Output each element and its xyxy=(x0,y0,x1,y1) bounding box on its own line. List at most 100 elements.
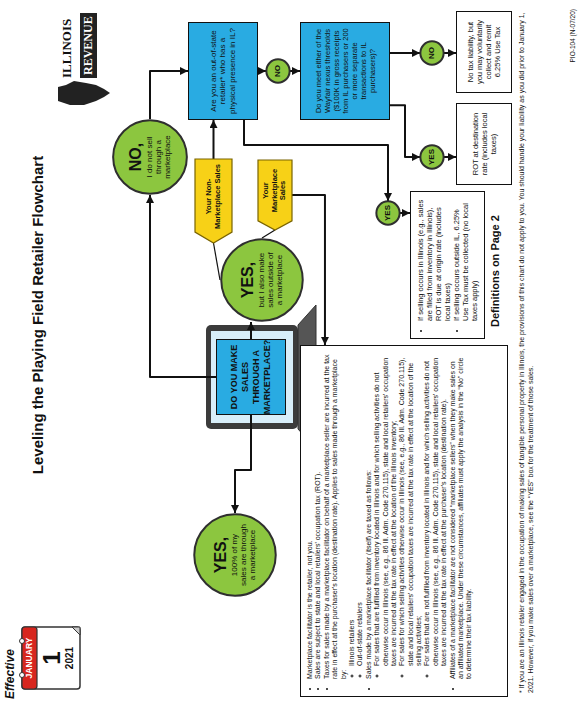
calendar-page xyxy=(22,627,80,689)
bullet-list: Marketplace facilitator is the retailer,… xyxy=(306,352,474,690)
flow-arrow xyxy=(250,322,252,339)
calendar-header xyxy=(22,627,37,689)
box-content: No tax liability, but you may voluntaril… xyxy=(466,17,502,87)
decision-box: Are you an out-of-state retailer* who ha… xyxy=(188,22,258,120)
bullet-text: For sales that are not fulfilled from in… xyxy=(423,352,448,666)
box-text: ROT at destination rate (includes local … xyxy=(471,109,498,179)
circle-shape xyxy=(194,514,275,595)
calendar-day: 1 xyxy=(39,627,64,689)
circle-content: NO xyxy=(428,47,436,59)
chart-title: Leveling the Playing Field Retailer Flow… xyxy=(30,115,46,515)
flow-arrow xyxy=(258,70,266,72)
bullet-text: For sales that are fulfilled from invent… xyxy=(373,352,398,666)
tag-shape xyxy=(258,160,292,230)
circle-content: YES xyxy=(428,149,436,165)
calendar-ring xyxy=(20,639,25,644)
circle-heading: YES xyxy=(384,205,392,221)
tag-string xyxy=(214,243,221,280)
circle-text: but I also make sales outside of a marke… xyxy=(257,249,285,311)
answer-circle: NO,I do not sell through a marketplace xyxy=(112,119,188,195)
flow-arrow xyxy=(400,212,410,214)
logo-word: REVENUE xyxy=(80,13,97,78)
flow-arrow xyxy=(213,120,215,159)
result-box: ROT at destination rate (includes local … xyxy=(456,103,512,185)
circle-content: NO,I do not sell through a marketplace xyxy=(128,129,172,185)
box-text: Do you meet either of the Wayfair nexus … xyxy=(314,28,377,114)
calendar-icon xyxy=(20,627,81,689)
bullet-text: Sales made by a marketplace facilitator … xyxy=(365,352,373,679)
circle-content: NO xyxy=(274,65,282,77)
box-text: Are you an out-of-state retailer* who ha… xyxy=(209,28,238,114)
calendar-year: 2021 xyxy=(65,627,76,689)
circle-heading: YES, xyxy=(213,524,230,586)
answer-circle: YES,100% of my sales are through a marke… xyxy=(193,513,277,597)
answer-circle: NO xyxy=(420,41,444,65)
flow-arrow xyxy=(290,70,300,72)
answer-circle: YES xyxy=(420,145,444,169)
bullet-text: If selling occurs in Illinois (e.g., sal… xyxy=(416,198,452,321)
box-content: Are you an out-of-state retailer* who ha… xyxy=(209,28,238,114)
circle-heading: YES xyxy=(428,149,436,165)
tag-text: Your Non-Marketplace Sales xyxy=(205,163,222,230)
sales-tag: Your Non-Marketplace Sales xyxy=(195,159,232,243)
box-content: Do you meet either of the Wayfair nexus … xyxy=(314,28,377,114)
footnote: * If you are an Illinois retailer engage… xyxy=(518,11,536,693)
flow-arrow xyxy=(235,415,251,513)
flow-arrow xyxy=(444,52,456,54)
circle-content: YES,but I also make sales outside of a m… xyxy=(240,249,284,311)
circle-text: I do not sell through a marketplace xyxy=(145,129,173,185)
tag-content: Your Non-Marketplace Sales xyxy=(205,163,222,230)
question-box: DO YOU MAKE SALES THROUGH A MARKETPLACE? xyxy=(216,339,286,415)
flow-arrow xyxy=(444,156,456,158)
rules-box: Marketplace facilitator is the retailer,… xyxy=(300,345,508,697)
result-box: If selling occurs in Illinois (e.g., sal… xyxy=(410,191,485,339)
circle-shape xyxy=(266,59,289,82)
bullet-text: Marketplace facilitator is the retailer,… xyxy=(306,352,314,679)
state-outline xyxy=(58,81,110,105)
tag-string xyxy=(262,230,275,238)
circle-content: YES,100% of my sales are through a marke… xyxy=(213,524,257,586)
bullet-text: Illinois retailers xyxy=(348,352,356,666)
result-box: No tax liability, but you may voluntaril… xyxy=(456,11,512,93)
bullet-text: Out-of-state retailers xyxy=(356,352,364,666)
circle-shape xyxy=(221,239,302,320)
circle-shape xyxy=(376,201,399,224)
calendar-curl xyxy=(72,627,80,635)
flow-arrow xyxy=(150,71,188,119)
box-text: DO YOU MAKE SALES THROUGH A MARKETPLACE? xyxy=(229,340,272,415)
circle-heading: NO xyxy=(428,47,436,59)
bullet-text: If selling occurs outside IL, 6.25% Use … xyxy=(452,198,479,321)
bullet-text: Affiliates of a marketplace facilitator … xyxy=(449,352,474,679)
tag-content: Your Marketplace Sales xyxy=(262,164,287,217)
circle-shape xyxy=(113,120,187,194)
bullet-text: For sales for which selling activities o… xyxy=(398,352,423,666)
calendar-ring xyxy=(20,673,25,678)
box-content: ROT at destination rate (includes local … xyxy=(471,109,498,179)
tag-shape xyxy=(195,159,232,243)
circle-heading: NO xyxy=(274,65,282,77)
laptop-frame xyxy=(206,325,298,429)
flow-arrow xyxy=(390,52,420,54)
circle-content: YES xyxy=(384,205,392,221)
laptop-screen xyxy=(211,331,293,423)
circle-text: 100% of my sales are through a marketpla… xyxy=(230,524,258,586)
answer-circle: YES,but I also make sales outside of a m… xyxy=(220,238,304,322)
bullet-text: Taxes for sales made by a marketplace fa… xyxy=(323,352,348,679)
answer-circle: NO xyxy=(266,59,290,83)
decision-box: Do you meet either of the Wayfair nexus … xyxy=(300,22,390,120)
box-content: DO YOU MAKE SALES THROUGH A MARKETPLACE? xyxy=(229,340,272,415)
form-number: PIO-104 (N-07/20) xyxy=(570,9,577,109)
illinois-logo xyxy=(58,81,110,105)
calendar-month: JANUARY xyxy=(25,627,34,689)
flow-arrow xyxy=(390,105,420,157)
tag-text: Your Marketplace Sales xyxy=(262,164,287,217)
circle-shape xyxy=(420,41,443,64)
sales-tag: Your Marketplace Sales xyxy=(258,160,292,230)
logo-word: ILLINOIS xyxy=(60,19,74,78)
answer-circle: YES xyxy=(376,201,400,225)
note-label: Definitions on Page 2 xyxy=(490,187,502,327)
circle-shape xyxy=(420,145,443,168)
bullet-text: Sales are subject to state and local ret… xyxy=(314,352,322,679)
effective-label: Effective xyxy=(4,609,17,699)
